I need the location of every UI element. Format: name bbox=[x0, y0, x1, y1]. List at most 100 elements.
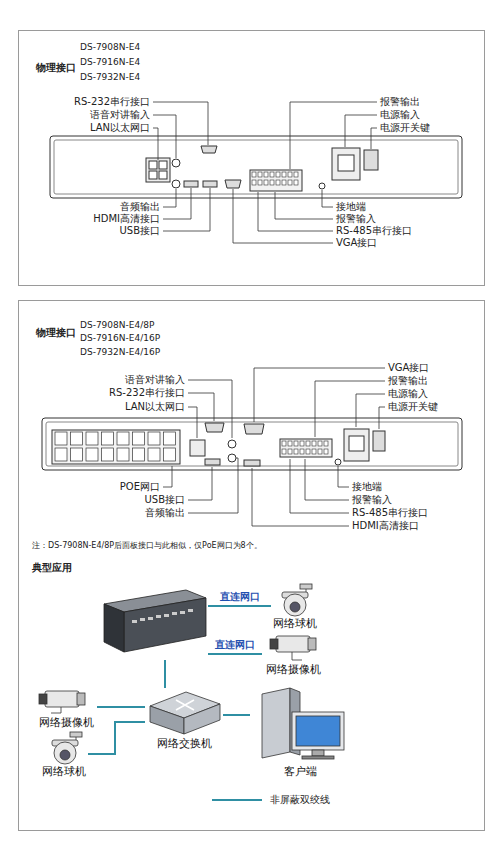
nvr-device bbox=[100, 588, 208, 660]
rear-panel-part bbox=[364, 150, 378, 170]
poe-port bbox=[86, 448, 98, 461]
switch-icon-part bbox=[184, 704, 220, 734]
box-camera-icon-part bbox=[270, 639, 278, 649]
client-pc-icon-part bbox=[302, 756, 334, 759]
legend-text: 非屏蔽双绞线 bbox=[270, 794, 330, 806]
rear-panel-part bbox=[332, 148, 360, 180]
box-camera-icon-part bbox=[308, 638, 316, 650]
rear-panel-part bbox=[282, 441, 328, 454]
callout-label: 报警输出 bbox=[388, 375, 428, 387]
terminal-pin bbox=[282, 441, 286, 446]
rear-panel-part bbox=[205, 423, 224, 432]
callout-label: 电源开关键 bbox=[388, 401, 438, 413]
callout-label: 物理接口 bbox=[36, 327, 76, 339]
twisted-pair-link bbox=[208, 653, 262, 655]
box-camera-icon bbox=[270, 636, 316, 660]
callout-label: DS-7932N-E4 bbox=[80, 72, 140, 83]
terminal-pin bbox=[318, 449, 322, 454]
callout-label: 音频输出 bbox=[120, 201, 160, 213]
poe-port bbox=[117, 448, 129, 461]
callout-label: POE网口 bbox=[120, 481, 160, 493]
callout-label: 语音对讲输入 bbox=[125, 374, 185, 386]
rear-panel-part bbox=[228, 440, 236, 448]
callout-label: 报警输出 bbox=[380, 96, 420, 108]
dome-camera-icon bbox=[52, 732, 82, 764]
callout-label: 报警输入 bbox=[352, 494, 392, 506]
rear-panel-part bbox=[250, 170, 302, 191]
terminal-pin bbox=[270, 172, 274, 177]
device-label: 客户端 bbox=[284, 765, 317, 778]
callout-label: VGA接口 bbox=[336, 237, 377, 249]
poe-port bbox=[71, 448, 83, 461]
terminal-pin bbox=[282, 172, 286, 177]
leader-line-part bbox=[345, 115, 377, 147]
callout-label: DS-7908N-E4 bbox=[80, 42, 140, 53]
dome-camera-icon-part bbox=[54, 742, 76, 764]
poe-port bbox=[164, 432, 176, 445]
rear-panel-part bbox=[225, 180, 241, 188]
leader-line-part bbox=[163, 189, 176, 207]
leader-line bbox=[153, 102, 377, 243]
poe-port bbox=[102, 448, 114, 461]
network-device: 网络交换机 bbox=[145, 688, 223, 750]
rear-panel-part bbox=[46, 422, 458, 466]
terminal-pin bbox=[264, 180, 268, 185]
network-device: 网络摄像机 bbox=[35, 685, 97, 729]
callout-label: RS-232串行接口 bbox=[74, 96, 150, 108]
nvr-icon-part bbox=[124, 598, 206, 652]
twisted-pair-link bbox=[88, 722, 145, 754]
nvr-icon-part-part bbox=[156, 615, 161, 618]
nvr-icon-part bbox=[104, 604, 124, 652]
leader-line-part bbox=[305, 459, 349, 500]
rear-panel-part bbox=[280, 439, 332, 457]
device-label: 网络交换机 bbox=[157, 737, 212, 750]
box-camera-icon-part bbox=[51, 707, 61, 713]
box-camera-icon-part bbox=[276, 636, 310, 652]
leader-line-part bbox=[254, 368, 385, 422]
rear-panel-part bbox=[335, 459, 341, 465]
poe-port bbox=[55, 448, 67, 461]
dome-camera-icon-part bbox=[290, 602, 300, 612]
edge-label: 直连网口 bbox=[219, 591, 261, 603]
leader-line-part bbox=[163, 188, 210, 231]
terminal-pin bbox=[288, 172, 292, 177]
network-device: 客户端 bbox=[250, 686, 350, 778]
terminal-pin bbox=[300, 449, 304, 454]
terminal-pin bbox=[324, 441, 328, 446]
leader-line-part bbox=[290, 459, 349, 513]
leader-line-part bbox=[252, 468, 349, 526]
nvr-icon-part-part bbox=[180, 611, 185, 614]
switch-icon bbox=[150, 692, 220, 734]
callout-label: 报警输入 bbox=[336, 213, 376, 225]
callout-label: 接地端 bbox=[352, 481, 382, 493]
leader-line-part bbox=[379, 407, 385, 429]
leader-line-part bbox=[371, 128, 377, 149]
callout-label: DS-7916N-E4/16P bbox=[80, 333, 160, 344]
terminal-pin bbox=[288, 180, 292, 185]
callout-label: DS-7932N-E4/16P bbox=[80, 347, 160, 358]
terminal-pin bbox=[270, 180, 274, 185]
nvr-icon-part-part bbox=[188, 609, 193, 612]
device-label: 网络摄像机 bbox=[39, 716, 94, 729]
rear-panel-part bbox=[373, 431, 385, 451]
box-camera-icon-part bbox=[77, 693, 85, 705]
terminal-pin bbox=[282, 449, 286, 454]
rear-panel-part bbox=[190, 440, 205, 456]
client-pc-icon bbox=[262, 688, 344, 759]
rear-panel-part bbox=[55, 432, 176, 461]
poe-port bbox=[148, 432, 160, 445]
panel-frame bbox=[19, 31, 485, 831]
callout-label: LAN以太网口 bbox=[90, 122, 150, 134]
callout-label: RS-232串行接口 bbox=[109, 387, 185, 399]
terminal-pin bbox=[300, 441, 304, 446]
nvr-icon-part-part bbox=[132, 620, 137, 623]
terminal-pin bbox=[258, 172, 262, 177]
callout-label: DS-7908N-E4/8P bbox=[80, 320, 154, 331]
device-label: 网络球机 bbox=[273, 617, 317, 630]
edge-label: 直连网口 bbox=[214, 639, 256, 651]
callout-label: RS-485串行接口 bbox=[336, 225, 412, 237]
nvr-icon-part-part bbox=[172, 612, 177, 615]
rear-panel-part bbox=[252, 172, 298, 185]
box-camera-icon-part bbox=[39, 694, 47, 704]
